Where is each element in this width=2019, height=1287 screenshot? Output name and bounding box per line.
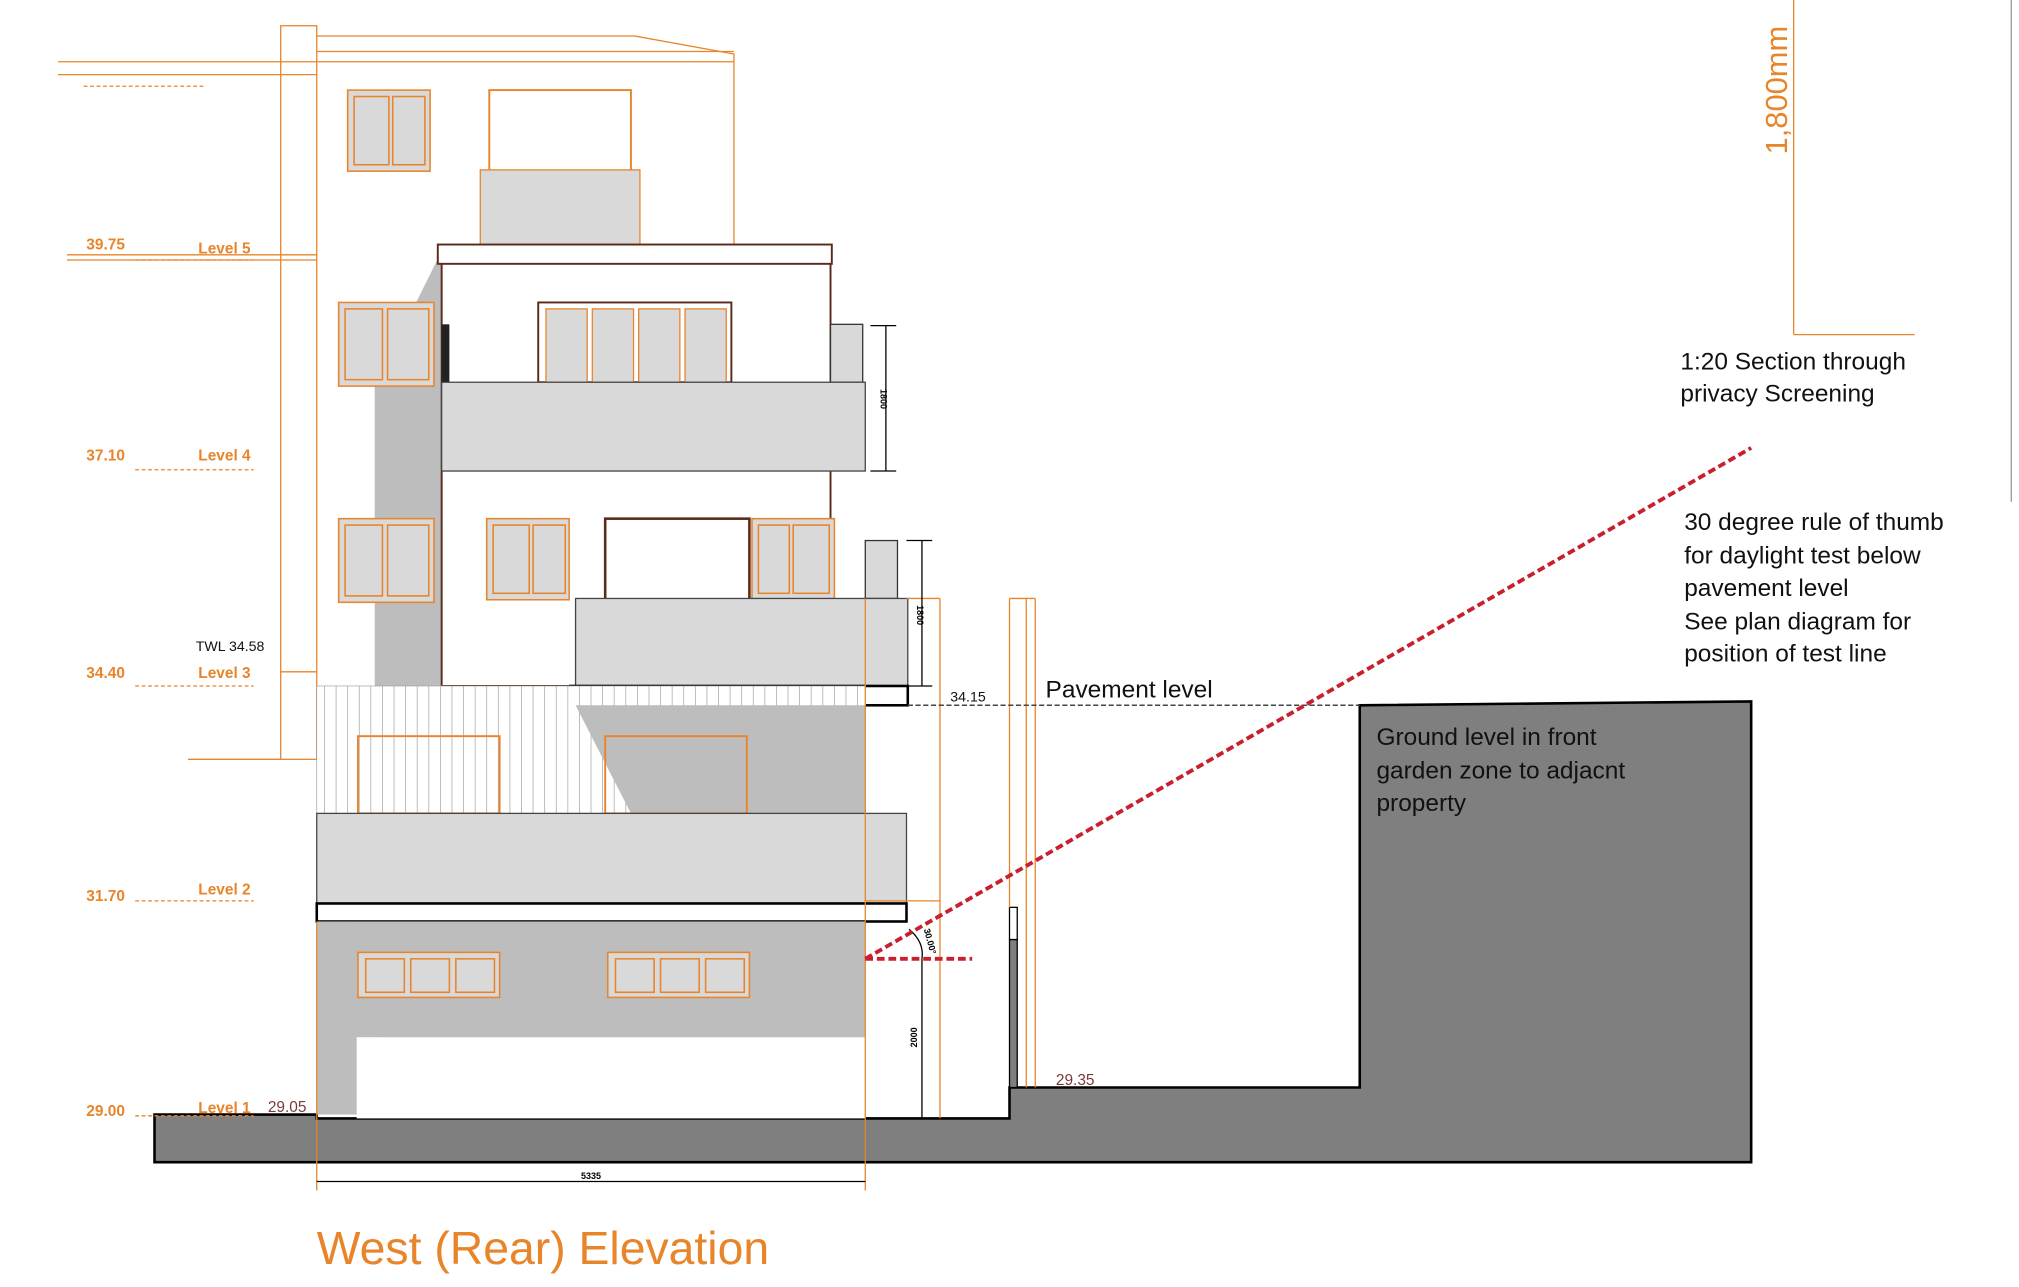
- ground-note-1: Ground level in front: [1376, 724, 1596, 751]
- dim-width: 5335: [581, 1171, 601, 1181]
- section-note-1: 1:20 Section through: [1680, 348, 1906, 375]
- balcony-level-2: [316, 812, 908, 905]
- side-column: [280, 25, 318, 760]
- label-level-2: Level 2: [198, 881, 250, 898]
- glass-balustrade-l5: [479, 169, 641, 256]
- level-lines: [57, 61, 734, 1117]
- ground-windows: [357, 951, 751, 999]
- dim-lower-screen: 1800: [915, 605, 925, 625]
- rule-note-5: position of test line: [1684, 641, 1886, 668]
- balcony-level-3: [574, 597, 909, 687]
- rule-note-1: 30 degree rule of thumb: [1684, 509, 1944, 536]
- label-level-3: Level 3: [198, 665, 251, 682]
- rl-level-4: 37.10: [86, 448, 125, 465]
- rl-level-5: 39.75: [86, 237, 125, 254]
- dim-angle: 30.00°: [922, 927, 939, 955]
- rl-level-2: 31.70: [86, 888, 125, 905]
- section-scale-label: 1,800mm: [1759, 26, 1794, 155]
- daylight-30deg-line: [864, 446, 1753, 961]
- label-level-4: Level 4: [198, 448, 251, 465]
- label-level-1: Level 1: [198, 1100, 251, 1117]
- ground-note-2: garden zone to adjacnt: [1376, 758, 1625, 785]
- rl-level-1: 29.00: [86, 1103, 125, 1120]
- rl-level-3: 34.40: [86, 665, 125, 682]
- drawing-title: West (Rear) Elevation: [317, 1222, 769, 1274]
- rule-note-2: for daylight test below: [1684, 543, 1921, 570]
- twl-label: TWL 34.58: [196, 639, 265, 655]
- dim-upper-screen: 1800: [879, 389, 889, 409]
- ground-note-3: property: [1376, 790, 1466, 817]
- pavement-level-label: Pavement level: [1046, 677, 1213, 704]
- spot-level-pavement: 34.15: [950, 689, 986, 705]
- section-note-2: privacy Screening: [1680, 381, 1874, 408]
- spot-level-garden: 29.35: [1056, 1072, 1095, 1089]
- boundary-wall: [1008, 938, 1018, 1089]
- rule-note-3: pavement level: [1684, 575, 1848, 602]
- dim-ground-clearance: 2000: [909, 1027, 919, 1047]
- balcony-level-4: [441, 381, 866, 472]
- label-level-5: Level 5: [198, 241, 251, 258]
- spot-level-rear: 29.05: [268, 1099, 307, 1116]
- rule-note-4: See plan diagram for: [1684, 608, 1911, 635]
